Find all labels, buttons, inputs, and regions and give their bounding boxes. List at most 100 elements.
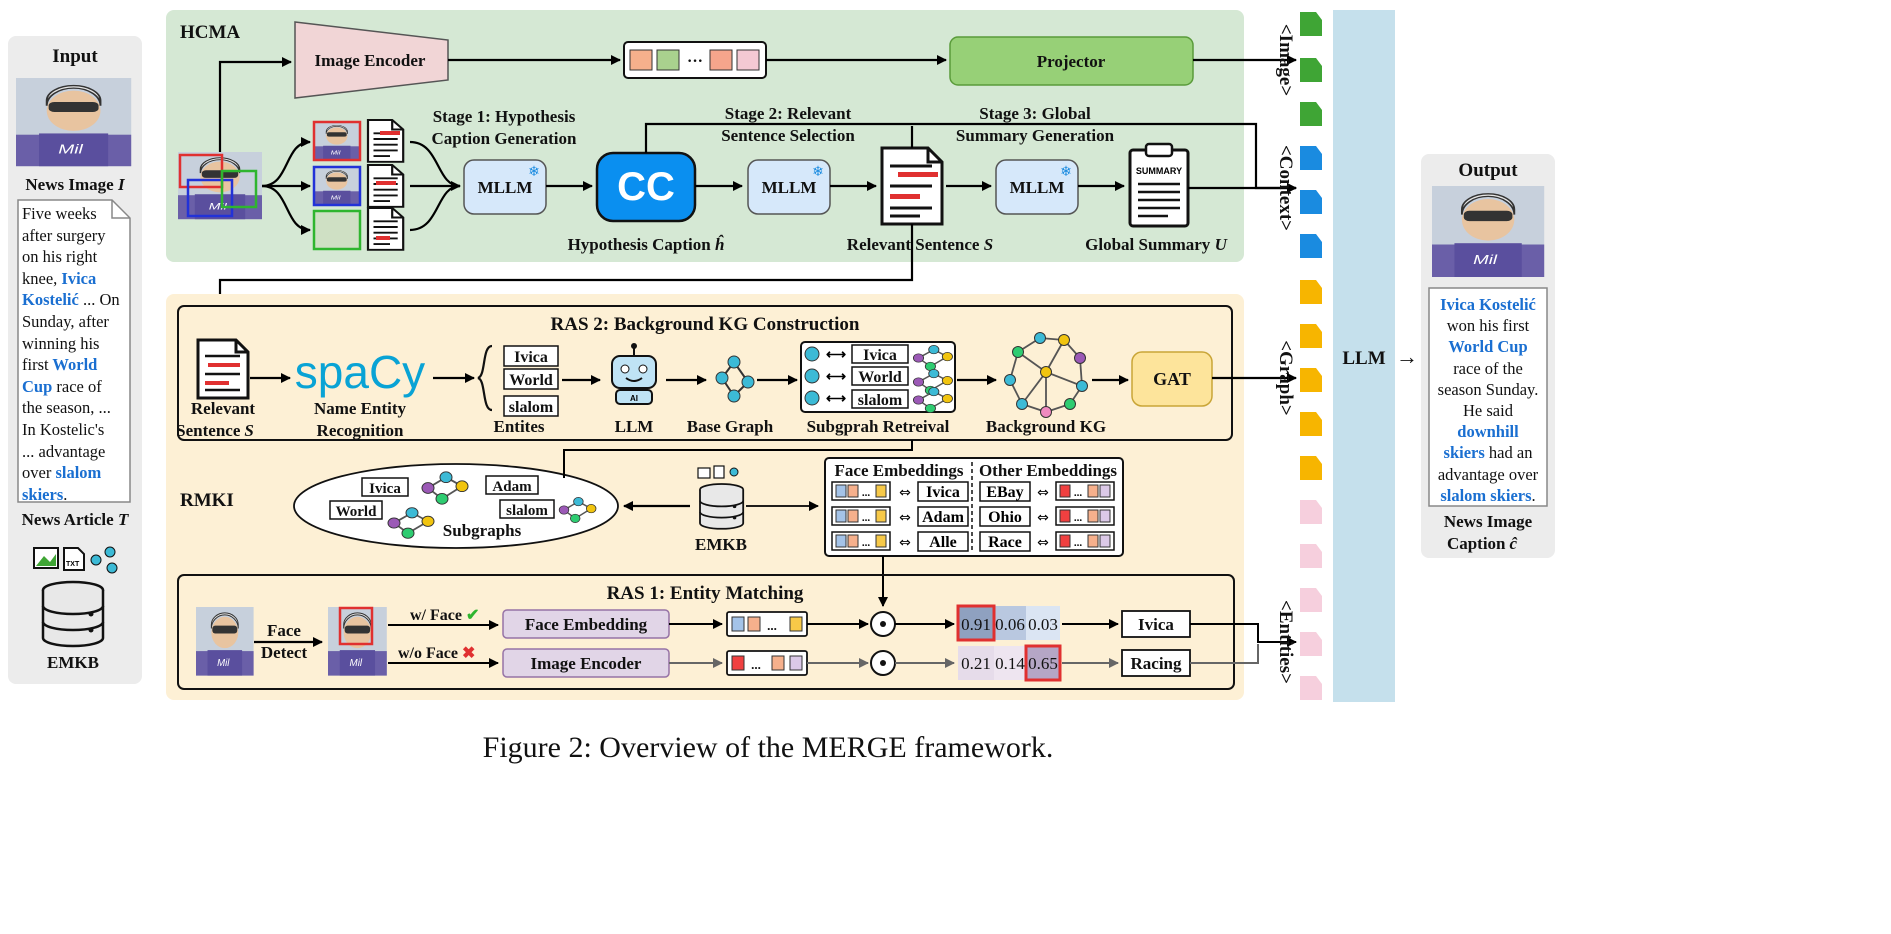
emkb-database-icon: [41, 580, 105, 648]
face-entity-name: Alle: [929, 534, 957, 551]
bidirectional-arrow-icon: ⇔: [899, 535, 911, 551]
caption-text: won his first: [1446, 316, 1530, 336]
svg-text:···: ···: [687, 53, 703, 70]
caption-text: race of the: [1453, 358, 1523, 378]
emkb-database-icon: [697, 465, 745, 530]
caption-entity: skiers: [1443, 443, 1485, 463]
article-text: ... advantage: [22, 441, 106, 461]
bidirectional-arrow-icon: ⇔: [1037, 535, 1049, 551]
entities-token-label: <Entities>: [1275, 600, 1296, 684]
hcma-input-image: [177, 151, 263, 220]
caption-entity: Ivica Kostelić: [1440, 295, 1536, 314]
caption-text: season Sunday.: [1437, 379, 1539, 399]
hcma-title: HCMA: [180, 22, 240, 43]
graph-token: [1300, 324, 1322, 348]
caption-entity: downhill: [1457, 422, 1519, 442]
news-article-label: News Article T: [22, 510, 129, 529]
svg-text:slalom: slalom: [506, 503, 548, 519]
svg-text:TXT: TXT: [66, 561, 80, 568]
svg-text:⟷: ⟷: [826, 392, 846, 407]
svg-text:...: ...: [862, 487, 871, 499]
article-text: the season, ...: [22, 398, 111, 418]
graph-token: [1300, 368, 1322, 392]
bidirectional-arrow-icon: ⇔: [1037, 485, 1049, 501]
article-entity: Kostelić: [22, 290, 79, 310]
bidirectional-arrow-icon: ⇔: [899, 485, 911, 501]
graph-token: [1300, 280, 1322, 304]
svg-text:Face Embeddings: Face Embeddings: [835, 461, 964, 480]
face-entity-name: Adam: [922, 509, 964, 526]
entities-label: Entites: [494, 417, 545, 436]
llm-bar: [1333, 10, 1395, 702]
llm-label: LLM: [1342, 348, 1385, 369]
article-text: race of: [52, 376, 102, 396]
cross-icon: ✖: [462, 645, 475, 662]
context-token-label: <Context>: [1275, 145, 1296, 231]
llm-robot-icon: AI: [611, 343, 657, 405]
input-emkb-label: EMKB: [47, 653, 99, 672]
without-face-label: w/o Face ✖: [398, 645, 475, 662]
rmki-title: RMKI: [180, 490, 234, 511]
article-text: .: [63, 484, 68, 504]
ras1-title: RAS 1: Entity Matching: [607, 583, 804, 604]
article-text: winning his: [22, 333, 100, 353]
svg-text:AI: AI: [630, 394, 638, 403]
background-kg-graph: [1004, 332, 1088, 418]
output-image: [1431, 185, 1546, 278]
article-entity: slalom: [51, 463, 102, 483]
hcma-image-encoder-label: Image Encoder: [315, 51, 426, 70]
context-token: [1300, 190, 1322, 214]
relevant-sentence-doc: [880, 146, 944, 226]
ner-entity-list: Ivica World slalom: [503, 345, 559, 417]
article-text: first: [22, 355, 49, 375]
graph-token: [1300, 412, 1322, 436]
svg-text:Subgraphs: Subgraphs: [443, 521, 522, 540]
ras1-detected-image: [327, 606, 388, 677]
caption-text: had an: [1484, 443, 1533, 463]
other-entity-name: Race: [988, 534, 1022, 551]
other-entity-name: Ohio: [988, 509, 1022, 526]
article-text: knee,: [22, 268, 58, 288]
face-scores: 0.91 0.06 0.03: [956, 604, 1060, 642]
entity-token: [1300, 632, 1322, 656]
image-embedding-vector: ...: [726, 650, 808, 676]
svg-text:slalom: slalom: [858, 392, 903, 409]
ras1-input-image: [195, 606, 255, 677]
svg-text:...: ...: [767, 618, 777, 633]
frozen-icon: ❄: [528, 165, 540, 180]
frozen-icon: ❄: [1060, 165, 1072, 180]
article-text: Sunday, after: [22, 311, 109, 331]
svg-text:...: ...: [862, 537, 871, 549]
face-score-3: 0.03: [1028, 615, 1058, 634]
context-token: [1300, 234, 1322, 258]
svg-text:Racing: Racing: [1131, 654, 1183, 673]
ras2-llm-label: LLM: [615, 417, 654, 436]
spacy-logo: spaCy: [295, 346, 425, 398]
check-icon: ✔: [466, 607, 479, 624]
image-token: [1300, 102, 1322, 126]
token-column: [1300, 12, 1322, 700]
rmki-emkb-label: EMKB: [695, 535, 747, 554]
article-entity: Cup: [22, 376, 53, 396]
input-title: Input: [52, 46, 98, 67]
svg-text:...: ...: [1074, 487, 1083, 499]
other-score-3: 0.65: [1028, 654, 1058, 673]
graph-token: [1300, 456, 1322, 480]
result-face-entity: [1121, 610, 1191, 638]
ras2-relevant-sentence-doc: [196, 338, 250, 400]
svg-text:Ivica: Ivica: [514, 349, 548, 366]
news-image: [15, 77, 133, 168]
relevant-sentence-label: Relevant Sentence S: [847, 235, 993, 254]
caption-entity: World Cup: [1448, 337, 1528, 357]
output-caption-box: [1428, 287, 1548, 507]
entity-token: [1300, 500, 1322, 524]
svg-text:World: World: [858, 369, 902, 386]
face-entity-name: Ivica: [926, 484, 960, 501]
image-token: [1300, 12, 1322, 36]
